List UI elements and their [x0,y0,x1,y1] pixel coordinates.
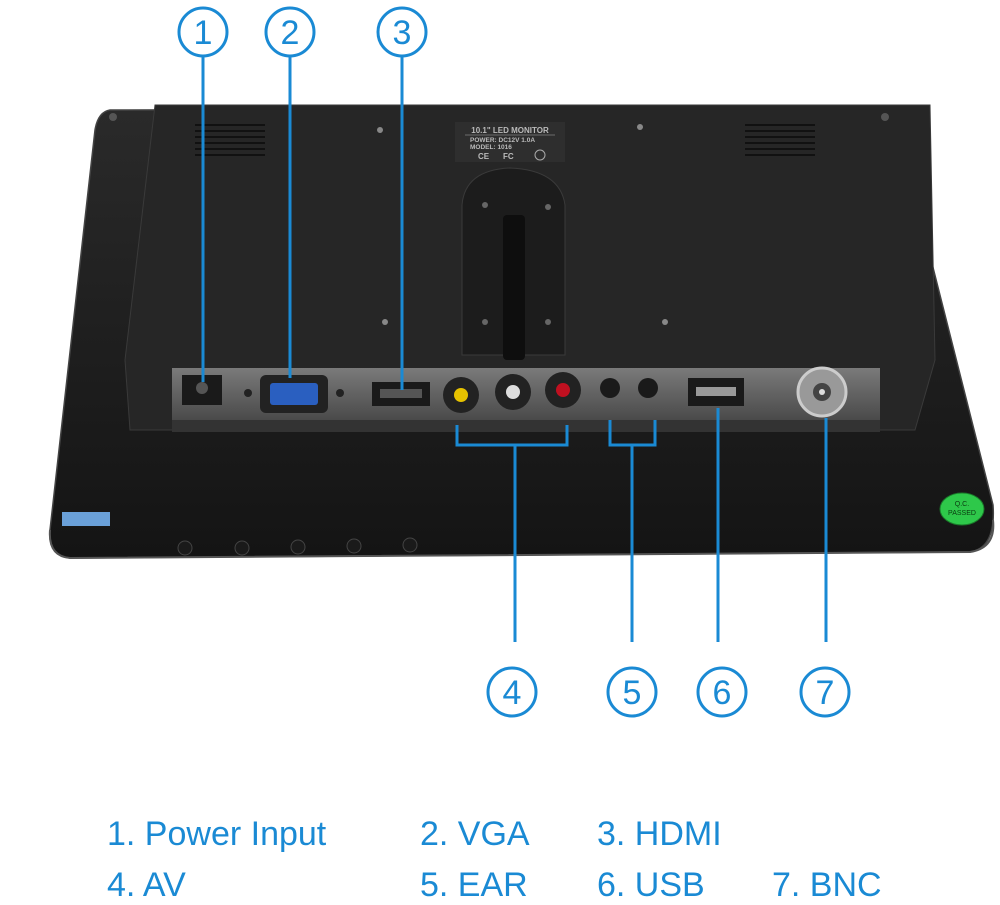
svg-text:6: 6 [713,674,732,712]
legend-bnc: 7. BNC [772,866,882,904]
callout-lines [201,57,828,642]
qc-passed-sticker: Q.C. PASSED [939,492,985,526]
svg-text:CE: CE [478,152,490,161]
legend-vga: 2. VGA [420,815,530,853]
svg-text:2: 2 [281,14,300,52]
svg-text:FC: FC [503,152,514,161]
bnc-port [796,366,848,418]
callout-5: 5 [606,666,658,718]
legend-ear: 5. EAR [420,866,528,904]
legend-av: 4. AV [107,866,186,904]
svg-text:MODEL: 1016: MODEL: 1016 [470,144,512,151]
screws [109,113,889,325]
front-buttons [177,537,418,556]
callout-3: 3 [376,6,428,58]
monitor-diagram: 10.1" LED MONITOR POWER: DC12V 1.0A MODE… [48,6,995,718]
svg-text:1: 1 [194,14,213,52]
ports [182,366,848,418]
av-ports [443,372,581,413]
svg-text:7: 7 [816,674,835,712]
callout-2: 2 [264,6,316,58]
callout-4: 4 [486,666,538,718]
svg-text:5: 5 [623,674,642,712]
label-plate: 10.1" LED MONITOR POWER: DC12V 1.0A MODE… [455,122,565,162]
callout-7: 7 [799,666,851,718]
vents [195,124,815,156]
svg-text:10.1" LED MONITOR: 10.1" LED MONITOR [471,126,549,135]
svg-text:Q.C.: Q.C. [955,501,969,508]
legend-hdmi: 3. HDMI [597,815,722,853]
legend-power-input: 1. Power Input [107,815,327,853]
blue-sticker [62,512,110,526]
callout-1: 1 [177,6,229,58]
ear-port [600,378,620,398]
callout-6: 6 [696,666,748,718]
svg-text:4: 4 [503,674,522,712]
svg-text:PASSED: PASSED [948,510,976,517]
legend-usb: 6. USB [597,866,705,904]
svg-text:3: 3 [393,14,412,52]
svg-text:POWER: DC12V 1.0A: POWER: DC12V 1.0A [470,137,535,144]
stand-mount [461,167,566,360]
monitor-edge [48,519,995,560]
